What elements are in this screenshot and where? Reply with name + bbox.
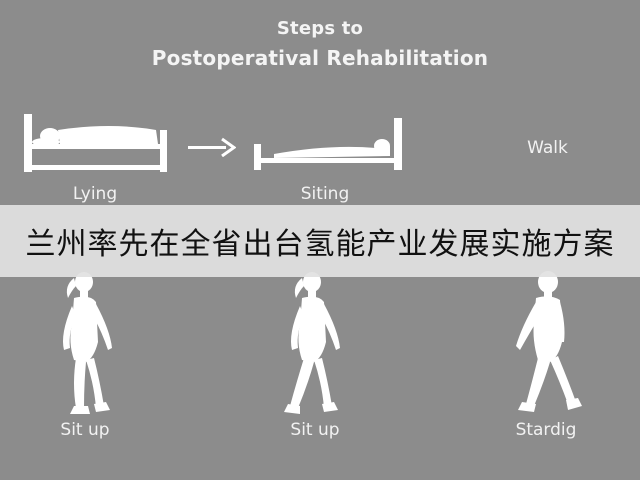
step-label-lying: Lying — [72, 184, 118, 204]
arrow-right-icon — [188, 137, 236, 157]
title-line-2: Postoperatival Rehabilitation — [151, 46, 489, 70]
step-label-siting: Siting — [300, 184, 350, 204]
step-label-stardig: Stardig — [515, 420, 577, 440]
bed-lying-flat-icon — [254, 118, 402, 170]
bed-with-person-icon — [24, 114, 167, 172]
woman-walking-icon — [516, 271, 582, 412]
step-label-sit-up-1: Sit up — [60, 420, 110, 440]
caption-banner: 兰州率先在全省出台氢能产业发展实施方案 — [0, 205, 640, 277]
title-line-1: Steps to — [276, 18, 364, 39]
woman-walking-icon — [284, 272, 340, 414]
woman-walking-icon — [63, 272, 112, 414]
step-label-sit-up-2: Sit up — [290, 420, 340, 440]
step-label-walk: Walk — [527, 138, 568, 158]
caption-text: 兰州率先在全省出台氢能产业发展实施方案 — [25, 227, 615, 262]
